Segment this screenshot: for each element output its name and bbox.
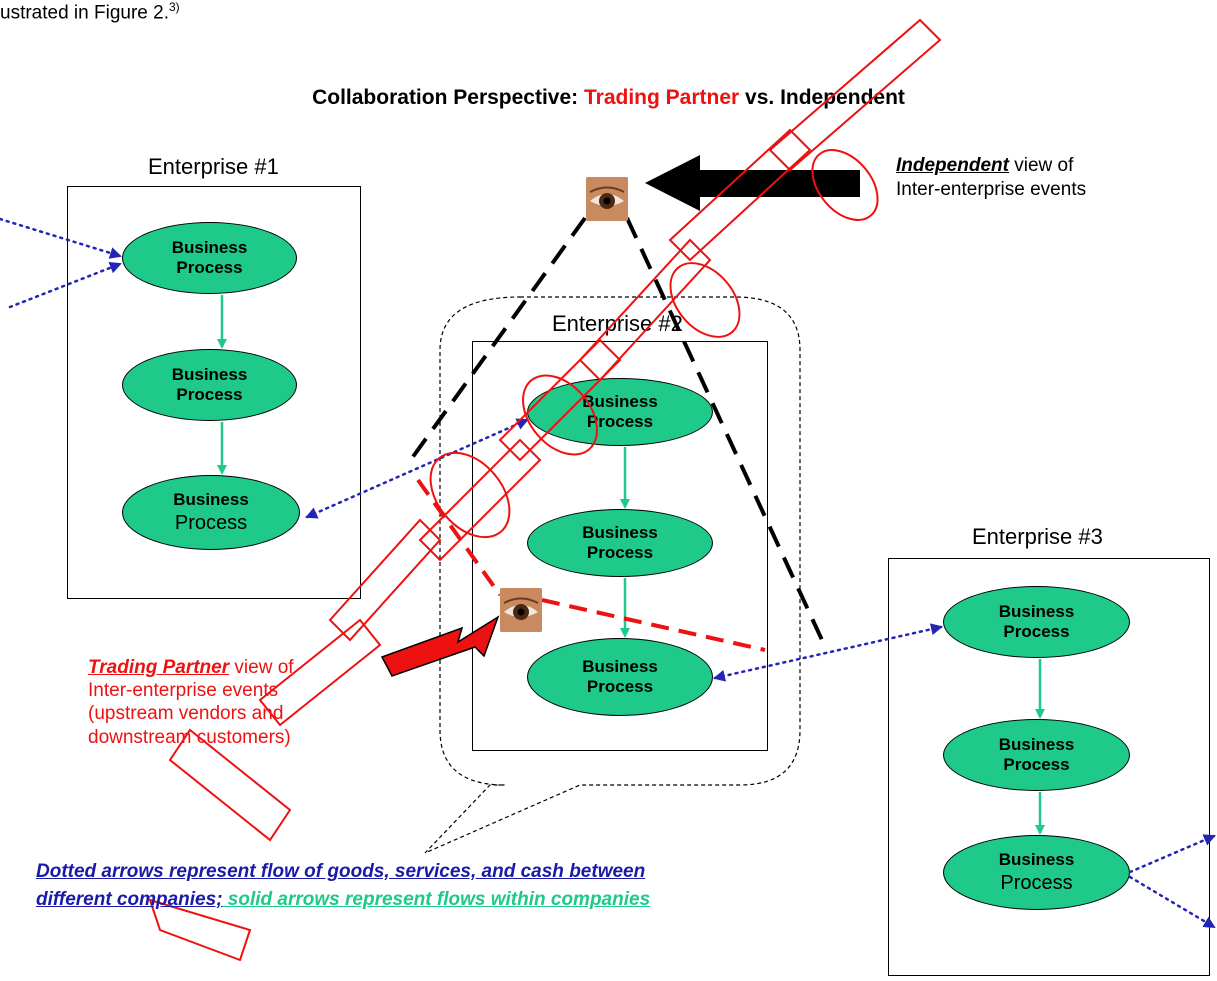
view-line bbox=[405, 216, 587, 467]
enterprise-1-box bbox=[67, 186, 361, 599]
view-line bbox=[541, 598, 766, 652]
independent-view-arrow bbox=[645, 155, 860, 211]
enterprise-3-label: Enterprise #3 bbox=[972, 524, 1103, 549]
eye-icon bbox=[500, 588, 542, 632]
trading-partner-view-label: Trading Partner view of Inter-enterprise… bbox=[88, 657, 294, 748]
enterprise-1-label: Enterprise #1 bbox=[148, 154, 279, 179]
dotted-arrows bbox=[0, 217, 1216, 929]
independent-view-label: Independent view of Inter-enterprise eve… bbox=[896, 155, 1087, 200]
enterprise-3-box bbox=[888, 558, 1210, 976]
dotted-arrow bbox=[0, 217, 122, 259]
view-line bbox=[416, 478, 502, 597]
dotted-arrow bbox=[305, 418, 529, 519]
trading-partner-view-lines bbox=[416, 478, 766, 652]
diagram-title: Collaboration Perspective: Trading Partn… bbox=[312, 86, 905, 109]
legend-text: Dotted arrows represent flow of goods, s… bbox=[36, 861, 651, 910]
enterprise-2-box bbox=[472, 341, 768, 751]
watermark bbox=[148, 18, 942, 962]
dotted-arrow bbox=[1128, 875, 1216, 929]
view-line bbox=[625, 217, 824, 641]
enterprise-2-label: Enterprise #2 bbox=[552, 311, 683, 336]
eye-icon bbox=[586, 177, 628, 221]
solid-arrows bbox=[217, 295, 1045, 835]
dotted-arrow bbox=[1128, 834, 1216, 874]
intro-text: ustrated in Figure 2.3) bbox=[0, 0, 180, 24]
dotted-arrow bbox=[8, 262, 122, 309]
trading-partner-view-arrow bbox=[380, 615, 500, 677]
independent-view-cone bbox=[405, 216, 824, 641]
dotted-arrow bbox=[713, 623, 943, 682]
